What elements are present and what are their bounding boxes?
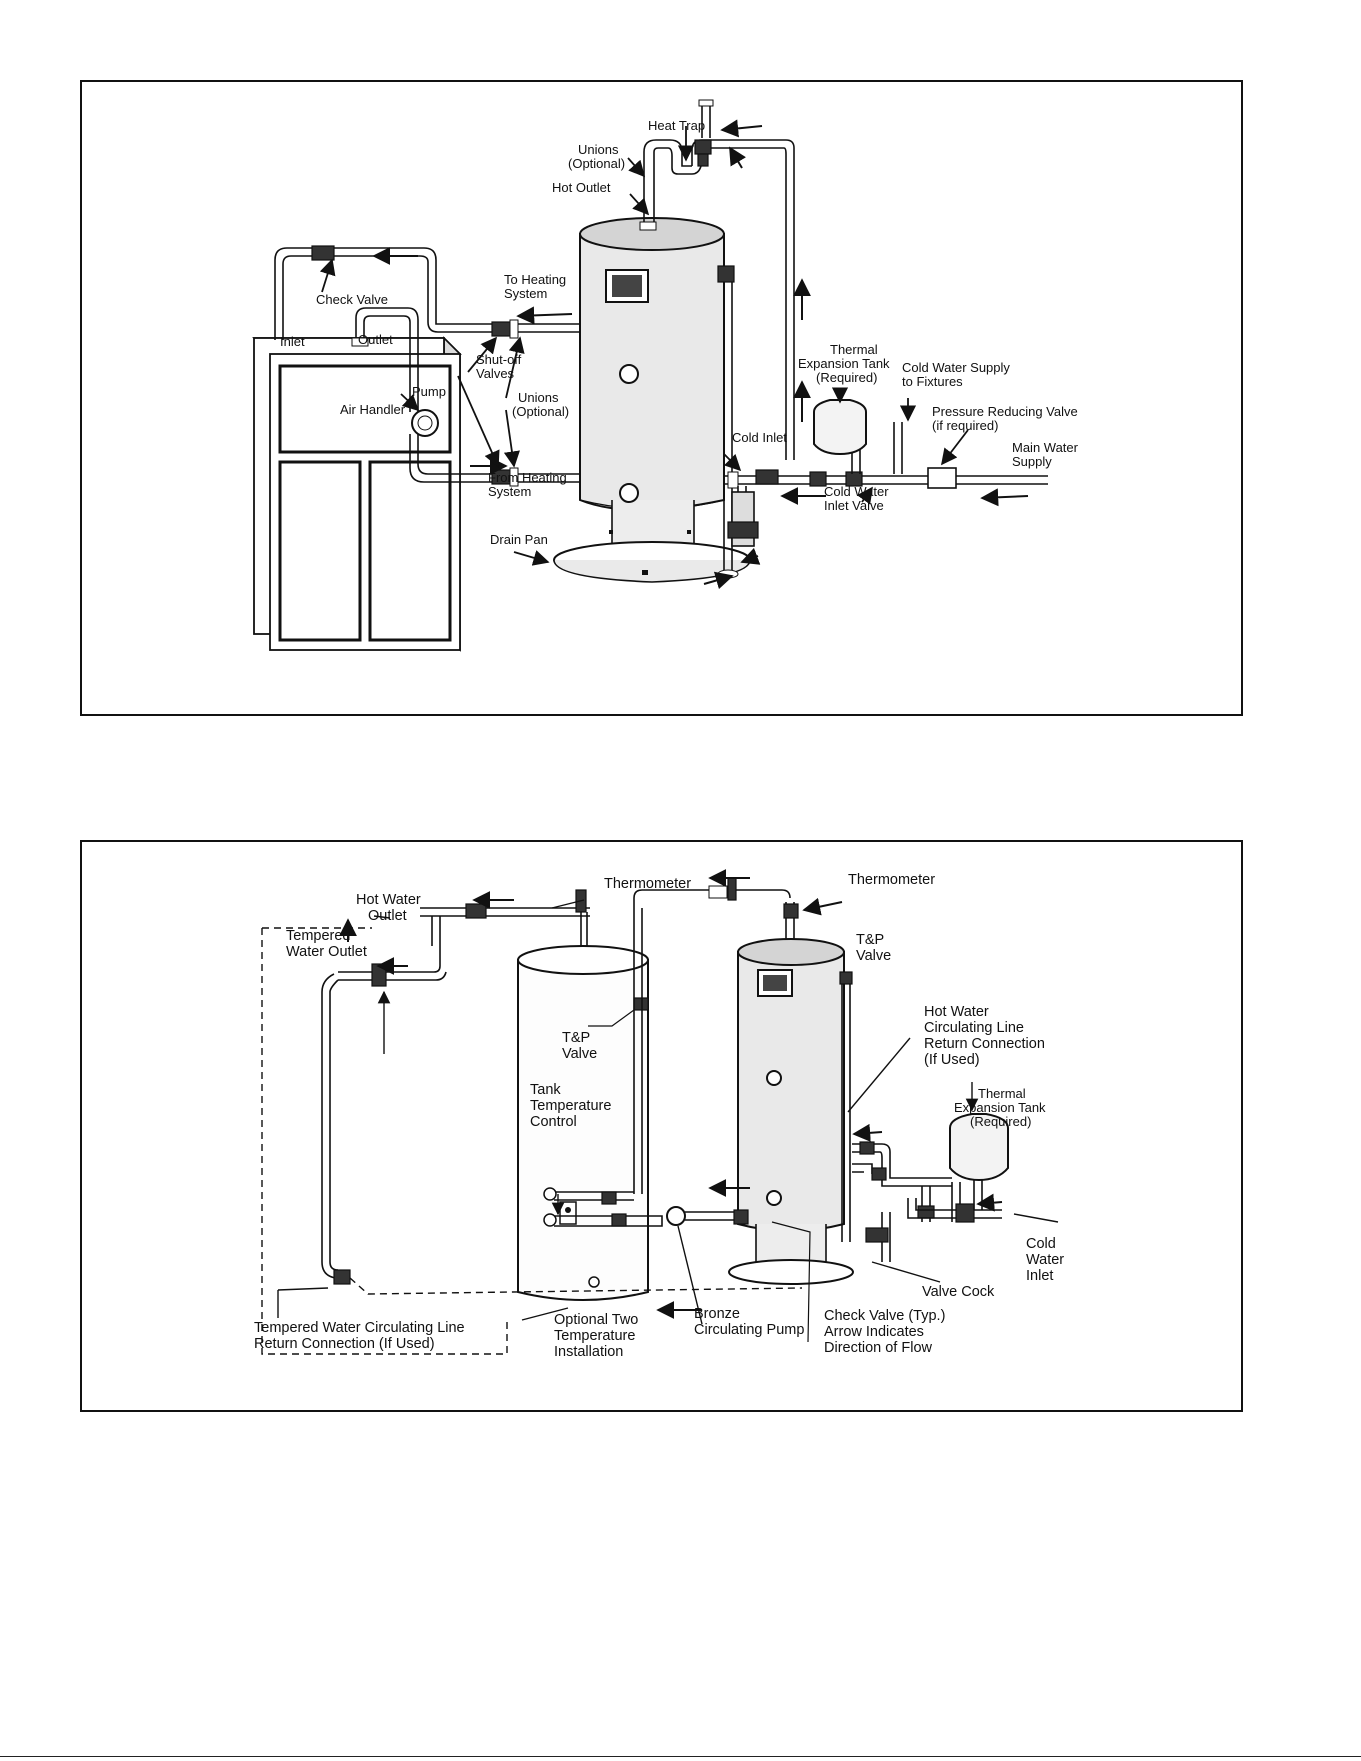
- label-tp-valve-right: T&P: [856, 932, 884, 948]
- cold-water-supply-piping: [724, 399, 1048, 547]
- leader-arrows: [319, 126, 969, 566]
- label-thermometer-right: Thermometer: [848, 872, 935, 888]
- label-tempered-circ-return-sub: Return Connection (If Used): [254, 1336, 435, 1352]
- hot-water-distribution-piping: [321, 877, 803, 1295]
- label-shutoff-valves-sub: Valves: [476, 366, 515, 381]
- flow-arrows: [372, 119, 1029, 590]
- label-tempered-circ-return: Tempered Water Circulating Line: [254, 1320, 465, 1336]
- figure-2-diagram: Hot Water Outlet Thermometer Thermometer…: [254, 869, 1064, 1360]
- label-thermal-expansion-tank: Thermal: [830, 342, 878, 357]
- label-cold-water-supply: Cold Water Supply: [902, 360, 1010, 375]
- label-pump: Pump: [412, 384, 446, 399]
- label-check-valve-typ-sub: Arrow Indicates: [824, 1324, 924, 1340]
- label-to-heating-system: To Heating: [504, 272, 566, 287]
- label-to-heating-system-sub: System: [504, 286, 547, 301]
- label-from-heating-system: From Heating: [488, 470, 567, 485]
- water-heater-tank: [553, 217, 751, 583]
- leader-lines-2: [277, 899, 1059, 1343]
- label-valve-cock: Valve Cock: [922, 1284, 995, 1300]
- figure-1-diagram: Heat Trap Unions (Optional) Hot Outlet C…: [252, 99, 1079, 652]
- label-cold-water-inlet-sub2: Inlet: [1026, 1268, 1053, 1284]
- label-pressure-reducing-valve-sub: (if required): [932, 418, 998, 433]
- label-hot-water-circ-return-sub: Circulating Line: [924, 1020, 1024, 1036]
- page-footer-rule: [0, 1756, 1361, 1757]
- heating-loop-piping: [274, 245, 580, 487]
- label-hot-water-outlet-sub: Outlet: [368, 908, 407, 924]
- label-tp-valve-left: T&P: [562, 1030, 590, 1046]
- label-tank-temperature-control-sub2: Control: [530, 1114, 577, 1130]
- cold-water-inlet-piping: [852, 1113, 1009, 1262]
- label-optional-two-temperature: Optional Two: [554, 1312, 638, 1328]
- label-cold-water-inlet-sub: Water: [1026, 1252, 1064, 1268]
- label-hot-outlet: Hot Outlet: [552, 180, 611, 195]
- label-thermal-expansion-tank-2-sub: Expansion Tank: [954, 1100, 1046, 1115]
- label-optional-two-temperature-sub2: Installation: [554, 1344, 623, 1360]
- label-hot-water-circ-return-sub3: (If Used): [924, 1052, 980, 1068]
- label-optional-two-temperature-sub: Temperature: [554, 1328, 635, 1344]
- label-unions-optional-mid: Unions: [518, 390, 559, 405]
- label-unions-optional-mid-sub: (Optional): [512, 404, 569, 419]
- label-check-valve: Check Valve: [316, 292, 388, 307]
- air-handler-unit: [252, 336, 462, 652]
- label-drain-pan: Drain Pan: [490, 532, 548, 547]
- flow-arrows-2: [339, 869, 1003, 1319]
- figure-2-panel: Hot Water Outlet Thermometer Thermometer…: [80, 840, 1243, 1412]
- label-thermal-expansion-tank-req: (Required): [816, 370, 877, 385]
- label-thermometer-left: Thermometer: [604, 876, 691, 892]
- label-hot-water-circ-return: Hot Water: [924, 1004, 989, 1020]
- label-pressure-reducing-valve: Pressure Reducing Valve: [932, 404, 1078, 419]
- label-unions-optional-top: Unions: [578, 142, 619, 157]
- label-cold-water-inlet-valve: Cold Water: [824, 484, 889, 499]
- label-main-water-supply-sub: Supply: [1012, 454, 1052, 469]
- optional-two-temperature-boundary: [261, 927, 508, 1355]
- label-tp-valve-left-sub: Valve: [562, 1046, 597, 1062]
- label-tempered-water-outlet: Tempered: [286, 928, 350, 944]
- label-thermal-expansion-tank-2-req: (Required): [970, 1114, 1031, 1129]
- circulating-pump-piping: [543, 1187, 749, 1227]
- label-tempered-water-outlet-sub: Water Outlet: [286, 944, 367, 960]
- label-from-heating-system-sub: System: [488, 484, 531, 499]
- label-tank-temperature-control: Tank: [530, 1082, 561, 1098]
- water-heater-tank-2: [728, 902, 854, 1285]
- hot-outlet-piping: [643, 99, 795, 460]
- label-bronze-circulating-pump: Bronze: [694, 1306, 740, 1322]
- label-cold-water-supply-sub: to Fixtures: [902, 374, 963, 389]
- label-cold-water-inlet: Cold: [1026, 1236, 1056, 1252]
- label-shutoff-valves: Shut-off: [476, 352, 522, 367]
- label-inlet: Inlet: [280, 334, 305, 349]
- label-heat-trap: Heat Trap: [648, 118, 705, 133]
- label-main-water-supply: Main Water: [1012, 440, 1079, 455]
- label-cold-water-inlet-valve-sub: Inlet Valve: [824, 498, 884, 513]
- label-thermal-expansion-tank-sub: Expansion Tank: [798, 356, 890, 371]
- label-check-valve-typ: Check Valve (Typ.): [824, 1308, 945, 1324]
- label-air-handler: Air Handler: [340, 402, 406, 417]
- label-tp-valve-right-sub: Valve: [856, 948, 891, 964]
- label-tank-temperature-control-sub: Temperature: [530, 1098, 611, 1114]
- label-bronze-circulating-pump-sub: Circulating Pump: [694, 1322, 804, 1338]
- figure-1-panel: Heat Trap Unions (Optional) Hot Outlet C…: [80, 80, 1243, 716]
- label-hot-water-circ-return-sub2: Return Connection: [924, 1036, 1045, 1052]
- label-hot-water-outlet: Hot Water: [356, 892, 421, 908]
- label-check-valve-typ-sub2: Direction of Flow: [824, 1340, 933, 1356]
- label-cold-inlet: Cold Inlet: [732, 430, 787, 445]
- label-outlet: Outlet: [358, 332, 393, 347]
- label-thermal-expansion-tank-2: Thermal: [978, 1086, 1026, 1101]
- label-unions-optional-top-sub: (Optional): [568, 156, 625, 171]
